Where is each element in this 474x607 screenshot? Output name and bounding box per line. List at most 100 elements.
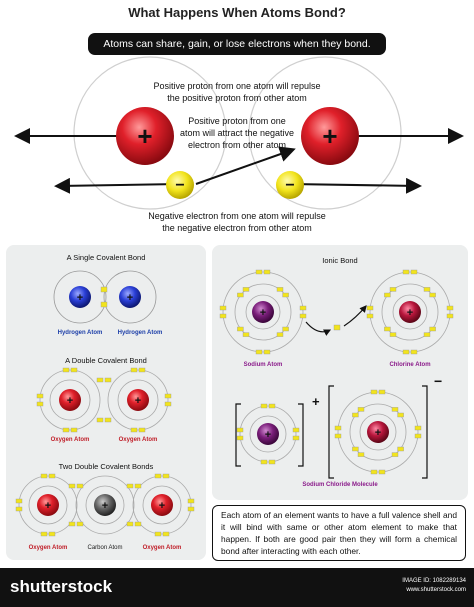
electron-dot	[282, 292, 289, 298]
co2-oxygen-label-left: Oxygen Atom	[28, 545, 68, 551]
electron-dot	[36, 393, 44, 399]
svg-text:+: +	[260, 307, 266, 319]
electron-dot	[96, 417, 104, 423]
electron-dot	[263, 269, 271, 275]
electron-dot	[446, 313, 454, 319]
electron-dot	[255, 349, 263, 355]
electron-dot	[236, 435, 244, 441]
electron-dot	[334, 433, 342, 439]
electron-dot	[391, 452, 399, 457]
svg-text:+: +	[375, 427, 381, 439]
svg-text:+: +	[407, 307, 413, 319]
transferred-electron	[333, 324, 341, 331]
sodium-ion-bracket	[235, 403, 304, 467]
electron-dot	[96, 377, 104, 383]
label-proton-repulse: Positive proton from one atom will repul…	[153, 81, 321, 103]
electron-dot	[423, 287, 431, 292]
svg-text:+: +	[137, 121, 152, 151]
atom-shell-left	[73, 56, 227, 210]
svg-text:+: +	[265, 429, 271, 441]
electron-dot	[236, 427, 244, 433]
electron-dot	[162, 473, 170, 479]
electron-dot	[268, 403, 276, 409]
svg-text:+: +	[127, 292, 133, 304]
oxygen-atom-co2-left: +	[18, 475, 78, 535]
electron-dot	[389, 332, 397, 337]
chlorine-atom: +	[369, 271, 451, 353]
image-id-block: IMAGE ID: 1082289134 www.shutterstock.co…	[402, 577, 466, 595]
oxygen-label-right: Oxygen Atom	[118, 437, 158, 443]
electron-dot	[48, 473, 56, 479]
attraction-arrow	[195, 146, 296, 185]
svg-text:−: −	[175, 177, 184, 194]
cation-charge: +	[312, 394, 320, 409]
oxygen-atom-left: +	[39, 369, 101, 431]
electron-dot	[40, 473, 48, 479]
proton-right: +	[301, 107, 359, 165]
oxygen-atom-right: +	[107, 369, 169, 431]
repulsion-arrow-electrons-left	[54, 177, 181, 194]
hydrogen-atom-left: +	[53, 270, 107, 324]
electron-dot	[352, 446, 359, 452]
electron-dot	[162, 531, 170, 537]
electron-dot	[70, 427, 78, 433]
electron-dot	[263, 349, 271, 355]
electron-dot	[154, 473, 162, 479]
electron-dot	[68, 483, 76, 489]
electron-dot	[389, 287, 397, 292]
svg-text:+: +	[102, 500, 108, 512]
electron-dot	[187, 498, 195, 504]
electron-dot	[370, 389, 378, 395]
svg-text:+: +	[67, 395, 73, 407]
electron-dot	[40, 531, 48, 537]
covalent-panel	[6, 245, 206, 560]
electron-dot	[104, 377, 112, 383]
electron-dot	[410, 349, 418, 355]
electron-left: −	[166, 171, 194, 199]
electron-dot	[384, 292, 391, 298]
chlorine-label: Chlorine Atom	[389, 362, 431, 368]
electron-dot	[36, 401, 44, 407]
electron-dot	[126, 483, 134, 489]
ionic-bond-title: Ionic Bond	[322, 256, 358, 265]
electron-dot	[370, 469, 378, 475]
image-id: IMAGE ID: 1082289134	[402, 578, 466, 584]
electron-dot	[334, 425, 342, 431]
electron-dot	[414, 433, 422, 439]
svg-text:+: +	[45, 500, 51, 512]
hydrogen-atom-right: +	[103, 270, 157, 324]
electron-transfer-arrow-1	[305, 321, 332, 336]
electron-transfer-arrow-2	[343, 305, 367, 327]
electron-dot	[134, 521, 142, 527]
electron-dot	[402, 269, 410, 275]
electron-dot	[126, 521, 134, 527]
anion-charge: −	[434, 373, 442, 389]
electron-dot	[104, 417, 112, 423]
carbon-atom: +	[75, 475, 135, 535]
hydrogen-label-left: Hydrogen Atom	[57, 330, 103, 336]
electron-dot	[292, 435, 300, 441]
electron-dot	[15, 506, 23, 512]
electron-dot	[237, 292, 244, 298]
electron-dot	[276, 287, 284, 292]
brand-logo: shutterstock	[10, 577, 113, 596]
double-bond-title: A Double Covalent Bond	[65, 356, 147, 365]
electron-dot	[62, 367, 70, 373]
summary-text: Each atom of an element wants to have a …	[212, 505, 466, 561]
electron-dot	[130, 367, 138, 373]
electron-dot	[134, 483, 142, 489]
shared-electrons-h2	[100, 286, 108, 308]
atom-shell-right	[248, 56, 402, 210]
ionic-panel	[212, 245, 468, 500]
electron-dot	[366, 313, 374, 319]
site-url: www.shutterstock.com	[406, 587, 466, 593]
electron-dot	[48, 531, 56, 537]
electron-dot	[219, 305, 227, 311]
electron-dot	[138, 427, 146, 433]
electron-dot	[130, 427, 138, 433]
electron-dot	[68, 521, 76, 527]
electron-dot	[242, 287, 250, 292]
proton-left: +	[116, 107, 174, 165]
electron-dot	[15, 498, 23, 504]
